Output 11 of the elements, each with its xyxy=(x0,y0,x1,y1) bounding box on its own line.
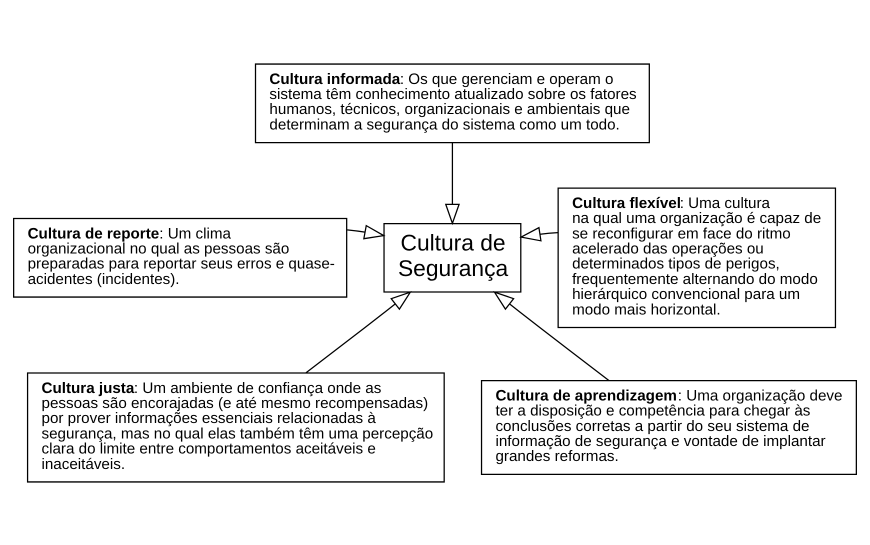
arrow xyxy=(306,290,412,373)
node-box: Cultura de Segurança xyxy=(383,222,522,292)
node-box: Cultura informada: Os que gerenciam e operam o sistema têm conhecimento atualizado sobre os fatores humanos, técnicos, organizacionais e ambientais que determinam a segurança do sistema como um todo. xyxy=(254,62,650,143)
node-box: Cultura justa: Um ambiente de confiança onde as pessoas são encorajadas (e até mesmo recompensadas) por prover informações essenciais relacionadas à segurança, mas no qual elas também têm uma percepção clara do limite entre comportamentos aceitáveis e inaceitáveis. xyxy=(26,372,445,482)
node-box: Cultura flexível: Uma cultura na qual uma organização é capaz de se reconfigurar em face do ritmo acelerado das operações ou determinados tipos de perigos, frequentemente alternando do modo hierárquico convencional para um modo mais horizontal. xyxy=(558,187,836,328)
arrow xyxy=(519,226,558,242)
node-box: Cultura de reporte: Um clima organizacional no qual as pessoas são preparadas para reportar seus erros e quase-acidentes (incidentes). xyxy=(13,217,348,298)
arrow xyxy=(493,290,610,381)
arrow xyxy=(444,142,460,225)
arrow xyxy=(347,224,386,239)
node-box: Cultura de aprendizagem: Uma organização deve ter a disposição e competência para chegar às conclusões corretas a partir do seu sistema de informação de segurança e vontade de implantar grandes reformas. xyxy=(480,380,857,474)
